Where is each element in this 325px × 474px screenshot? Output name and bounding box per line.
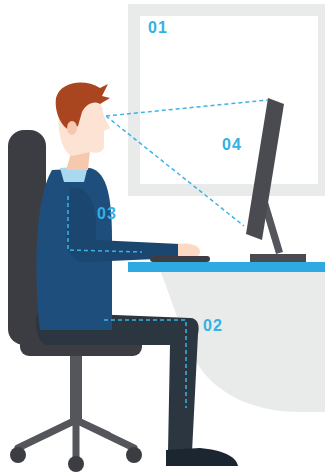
knee-angle — [104, 320, 186, 408]
window-frame — [128, 4, 325, 196]
chair-wheel — [10, 447, 26, 463]
monitor — [246, 98, 284, 240]
callout-number: 02 — [203, 318, 223, 334]
keyboard — [150, 256, 210, 262]
legs — [36, 312, 199, 452]
arm — [66, 188, 186, 262]
hair — [56, 83, 110, 130]
desk-top — [128, 262, 325, 272]
guide-lines — [68, 100, 268, 408]
sight-line — [106, 100, 268, 116]
monitor-base — [250, 254, 306, 262]
chair-wheel — [68, 456, 84, 472]
chair-wheel — [126, 447, 142, 463]
sight-line — [106, 116, 244, 226]
window-pane — [140, 16, 318, 184]
callout-number: 01 — [148, 20, 168, 36]
ear — [67, 121, 77, 135]
chair-post — [70, 355, 82, 425]
callout-number: 03 — [97, 206, 117, 222]
chair-legs — [18, 420, 134, 458]
elbow-angle — [68, 196, 142, 252]
shoe — [166, 448, 238, 466]
callout-number: 04 — [222, 137, 242, 153]
